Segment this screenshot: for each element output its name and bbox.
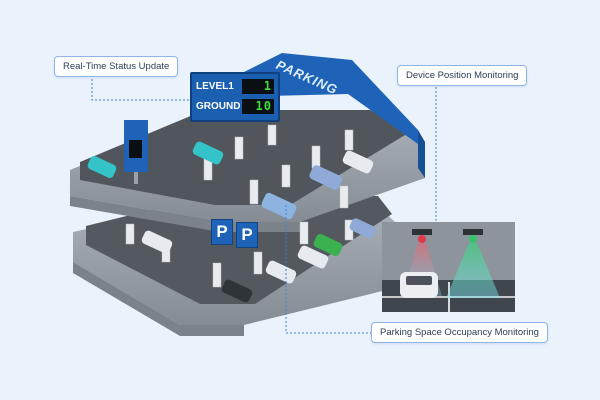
parking-sign-left: P — [211, 219, 233, 245]
pillars-upper — [203, 124, 354, 209]
parking-sign-right: P — [236, 222, 258, 248]
occupancy-monitoring-callout: Parking Space Occupancy Monitoring — [371, 322, 548, 343]
ground-label: GROUND — [196, 101, 241, 112]
red-sensor-light — [418, 235, 426, 243]
leader-lines — [91, 79, 437, 334]
level1-count: 1 — [242, 79, 274, 94]
ground-count: 10 — [242, 99, 274, 114]
level1-label: LEVEL1 — [196, 81, 234, 92]
green-sensor-light — [469, 235, 477, 243]
cars-upper — [87, 141, 374, 220]
sensor-inset — [382, 222, 515, 312]
cars-lower — [141, 218, 377, 303]
level-1 — [70, 53, 425, 232]
status-display-board: LEVEL1 1 GROUND 10 — [190, 72, 280, 122]
device-position-callout: Device Position Monitoring — [397, 65, 528, 86]
entry-display — [124, 120, 148, 184]
realtime-status-callout: Real-Time Status Update — [54, 56, 179, 77]
